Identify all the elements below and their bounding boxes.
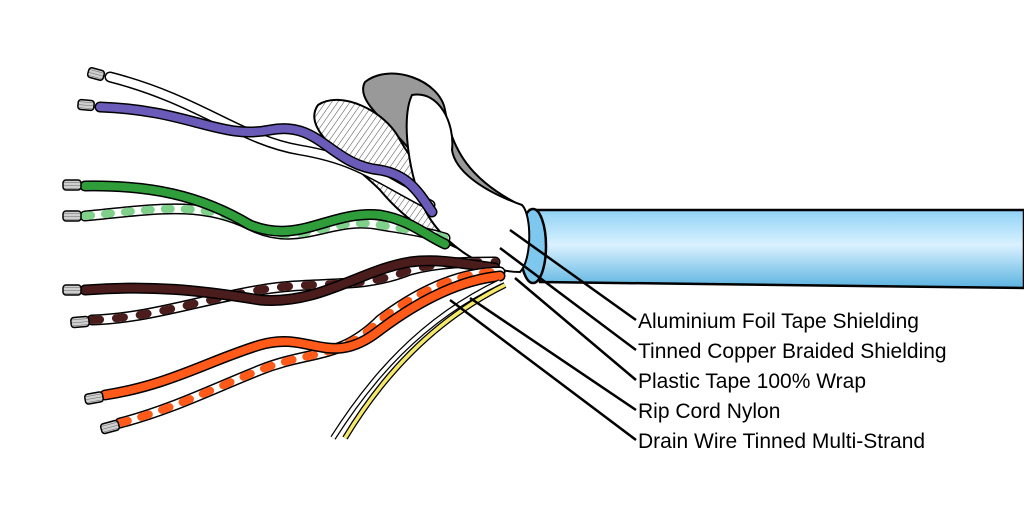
leader-line-tape xyxy=(514,277,637,381)
leader-line-ripcord xyxy=(469,296,637,412)
orange-pair xyxy=(99,266,506,429)
label-plastic-tape: Plastic Tape 100% Wrap xyxy=(638,370,866,393)
blue-pair xyxy=(94,71,438,218)
cable-jacket xyxy=(518,207,1024,290)
plastic-tape-wrap xyxy=(405,93,531,274)
label-rip-cord: Rip Cord Nylon xyxy=(638,400,780,423)
leader-line-foil xyxy=(509,228,637,322)
label-drain-wire: Drain Wire Tinned Multi-Strand xyxy=(638,430,925,453)
twisted-pairs xyxy=(79,71,506,429)
callout-labels: Aluminium Foil Tape Shielding Tinned Cop… xyxy=(638,310,947,453)
leader-lines xyxy=(449,228,637,441)
leader-line-braid xyxy=(499,247,637,351)
label-tinned-copper-braid: Tinned Copper Braided Shielding xyxy=(638,340,947,363)
green-pair xyxy=(79,180,451,250)
rip-cord-and-drain xyxy=(330,279,507,440)
conductor-tips xyxy=(62,67,121,435)
brown-pair xyxy=(79,255,501,326)
label-aluminium-foil: Aluminium Foil Tape Shielding xyxy=(638,310,919,333)
leader-line-drain xyxy=(449,299,637,441)
